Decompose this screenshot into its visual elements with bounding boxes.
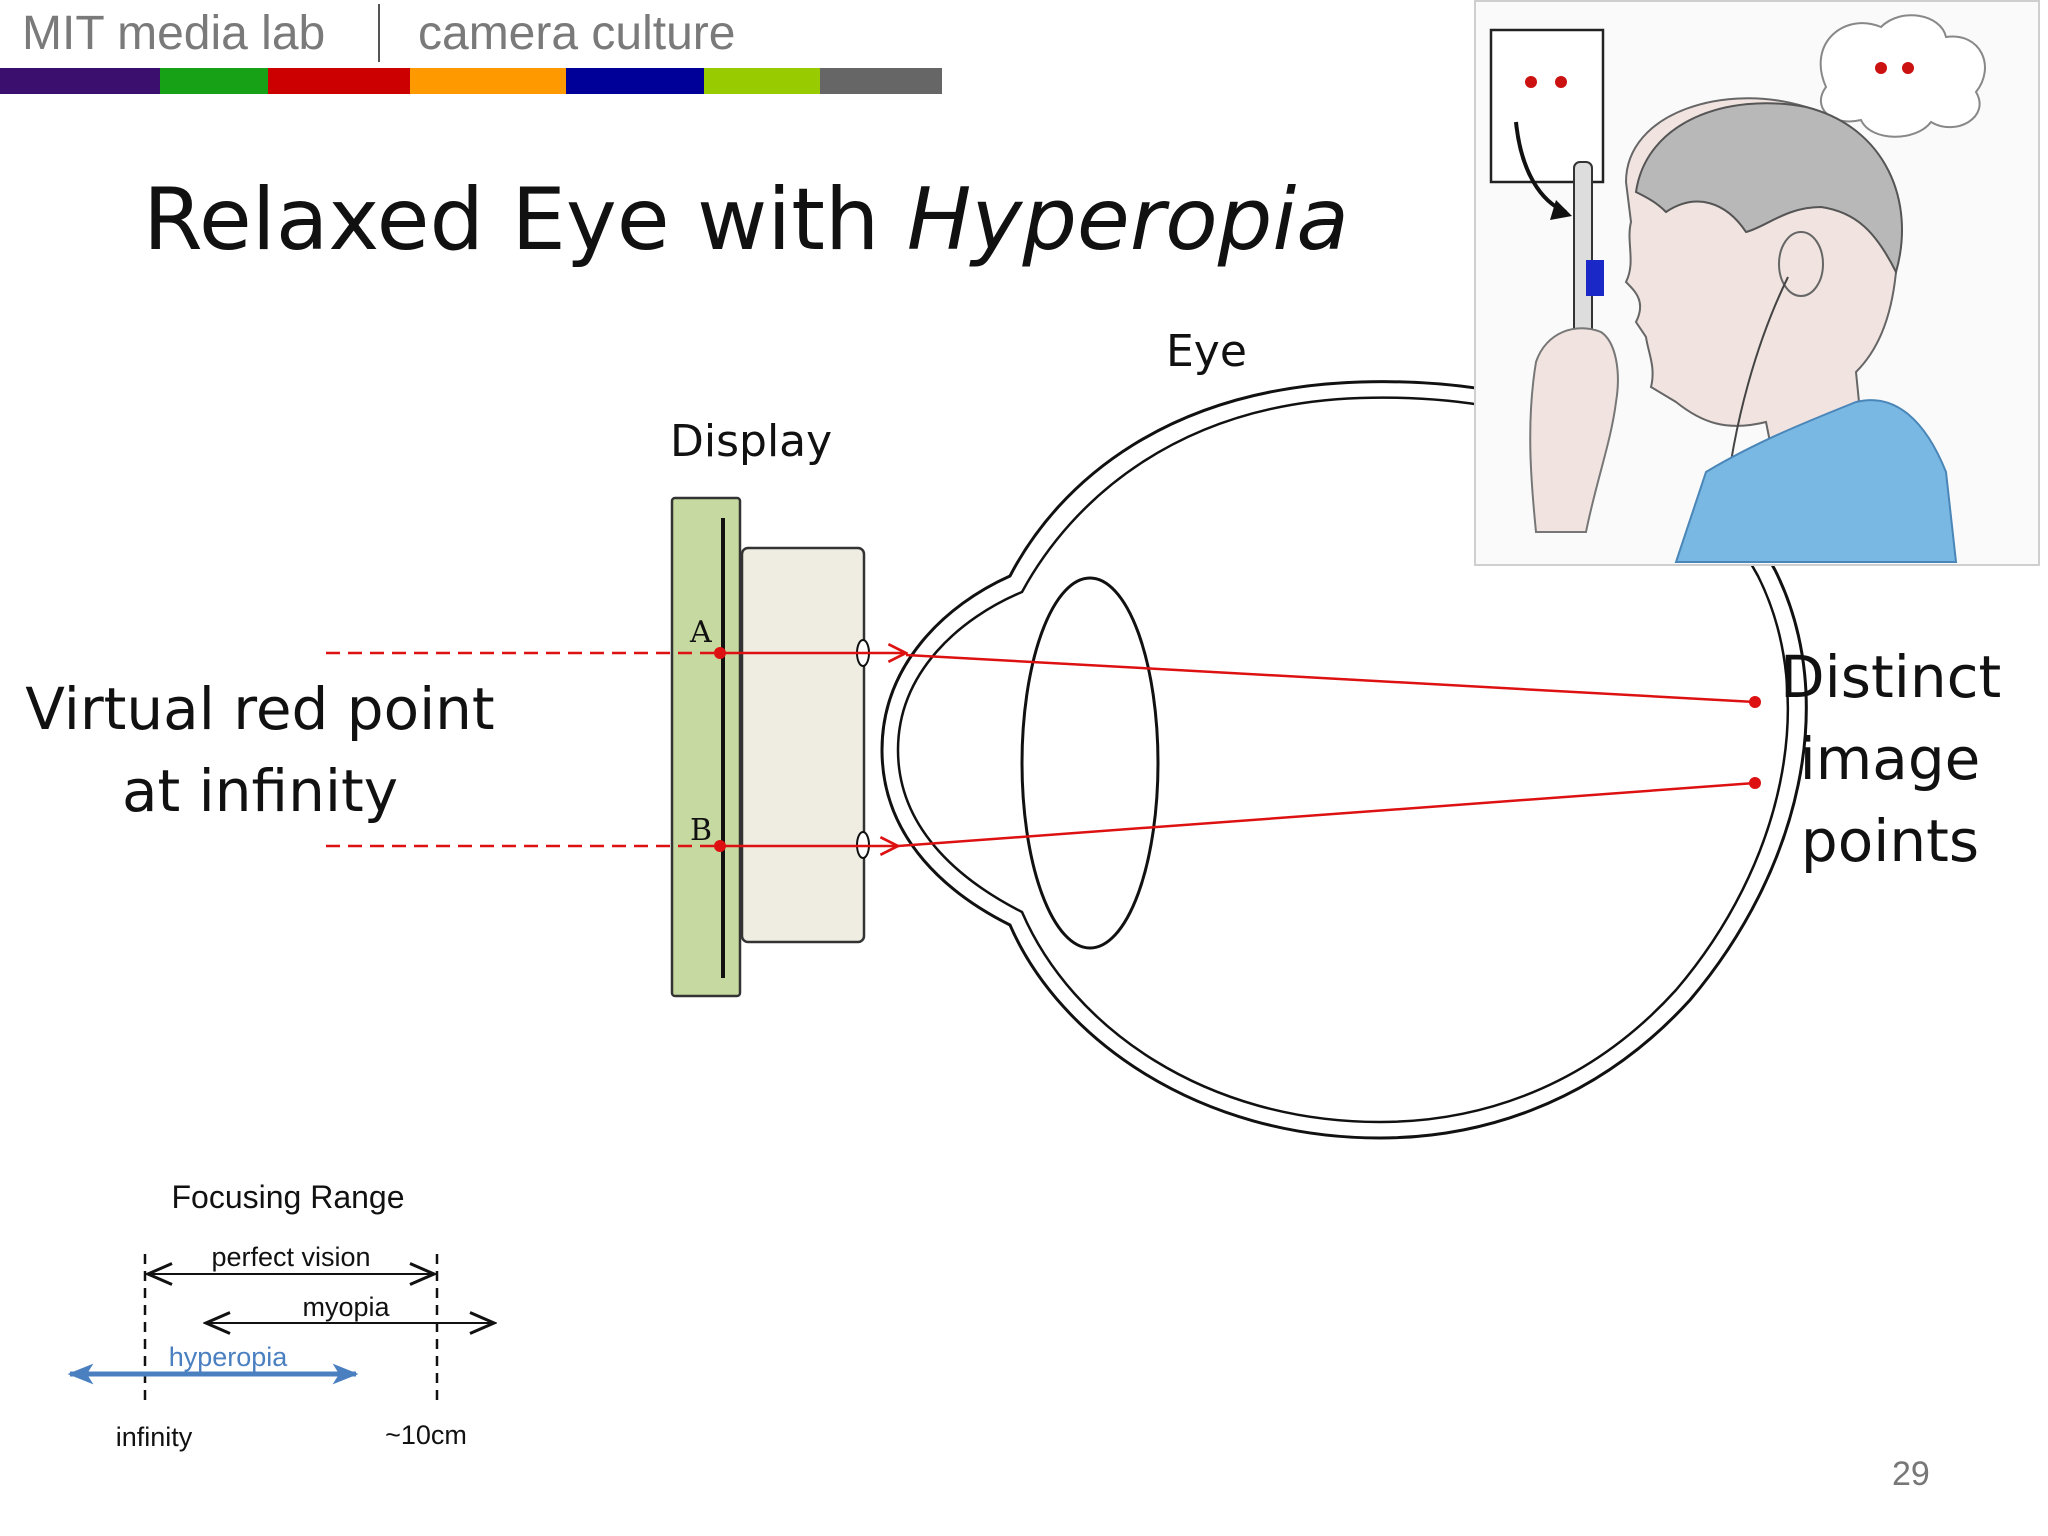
user-viewing-device-illustration — [1474, 0, 2040, 566]
color-bar-segment — [566, 68, 704, 94]
point-b-label: B — [690, 813, 712, 848]
distinct-caption-line1: Distinct — [1780, 643, 2002, 711]
hyperopia-label: hyperopia — [169, 1342, 289, 1372]
distinct-caption-line2: image — [1799, 725, 1981, 793]
perfect-vision-label: perfect vision — [211, 1242, 370, 1272]
ray-a-to-retina — [905, 653, 1756, 704]
thought-red-dot-2 — [1902, 62, 1914, 74]
eye-label: Eye — [1166, 326, 1247, 377]
distinct-points-caption: Distinct image points — [1780, 636, 2002, 882]
header-color-bar — [0, 68, 942, 94]
ear — [1778, 231, 1824, 297]
title-emphasis: Hyperopia — [906, 170, 1349, 270]
color-bar-segment — [704, 68, 820, 94]
page-number: 29 — [1892, 1455, 1930, 1493]
point-b-dot — [714, 840, 726, 852]
header-left-text: MIT media lab — [22, 7, 326, 60]
color-bar-segment — [268, 68, 410, 94]
header-right-text: camera culture — [418, 7, 736, 60]
image-point-b-dot — [1749, 777, 1761, 789]
thought-bubble — [1819, 14, 1986, 138]
color-bar-segment — [0, 68, 160, 94]
point-a-label: A — [689, 615, 712, 650]
color-bar-segment — [410, 68, 566, 94]
lenslet-box — [740, 546, 866, 944]
eyeball-outer-outline — [880, 380, 1808, 1140]
near-distance-label: ~10cm — [385, 1420, 467, 1450]
focusing-range-diagram: Focusing Range perfect vision myopia hyp… — [67, 1179, 494, 1452]
header-separator — [378, 4, 380, 62]
focusing-range-title: Focusing Range — [171, 1179, 404, 1215]
myopia-label: myopia — [302, 1292, 390, 1322]
device-red-dot-2 — [1555, 76, 1567, 88]
title-prefix: Relaxed Eye with — [143, 170, 907, 270]
display-label: Display — [670, 416, 833, 467]
virtual-point-caption: Virtual red point at infinity — [20, 668, 500, 832]
device-blue-eyepiece — [1586, 260, 1604, 296]
shirt — [1674, 399, 1958, 563]
display-panel — [670, 496, 742, 998]
slide-title: Relaxed Eye with Hyperopia — [143, 170, 1349, 270]
color-bar-segment — [820, 68, 942, 94]
distinct-caption-line3: points — [1800, 807, 1980, 875]
virtual-caption-line1: Virtual red point — [25, 675, 495, 743]
illustration-drawing — [1489, 14, 1986, 563]
device-swipe-arrowhead — [1550, 200, 1572, 220]
virtual-caption-line2: at infinity — [121, 757, 399, 825]
hair — [1634, 102, 1903, 275]
device-red-dot-1 — [1525, 76, 1537, 88]
thought-red-dot-1 — [1875, 62, 1887, 74]
point-a-dot — [714, 647, 726, 659]
crystalline-lens — [1020, 576, 1160, 950]
eyeball-inner-outline — [896, 396, 1790, 1124]
color-bar-segment — [160, 68, 268, 94]
ray-b-to-retina — [897, 781, 1756, 848]
image-point-a-dot — [1749, 696, 1761, 708]
hand — [1529, 327, 1619, 533]
device-screen-card — [1489, 28, 1605, 184]
infinity-label: infinity — [116, 1422, 193, 1452]
